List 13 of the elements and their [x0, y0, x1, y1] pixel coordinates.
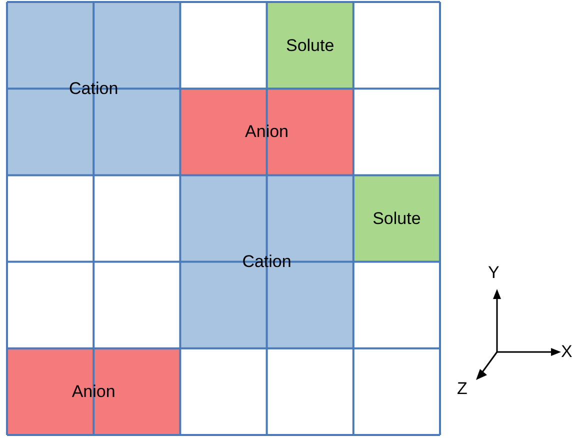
anion-block — [7, 348, 180, 435]
anion-block — [180, 88, 354, 176]
cation-block — [7, 2, 180, 176]
solute-block — [266, 2, 354, 89]
axis-label: Y — [488, 264, 500, 281]
block-label: Solute — [286, 34, 334, 57]
axis-label: X — [561, 343, 572, 360]
solute-block — [353, 175, 440, 262]
block-label: Cation — [69, 78, 118, 100]
block-label: Solute — [372, 208, 421, 230]
block-label: Cation — [242, 251, 292, 274]
axis-label: Z — [457, 380, 468, 397]
cation-block — [180, 175, 354, 348]
